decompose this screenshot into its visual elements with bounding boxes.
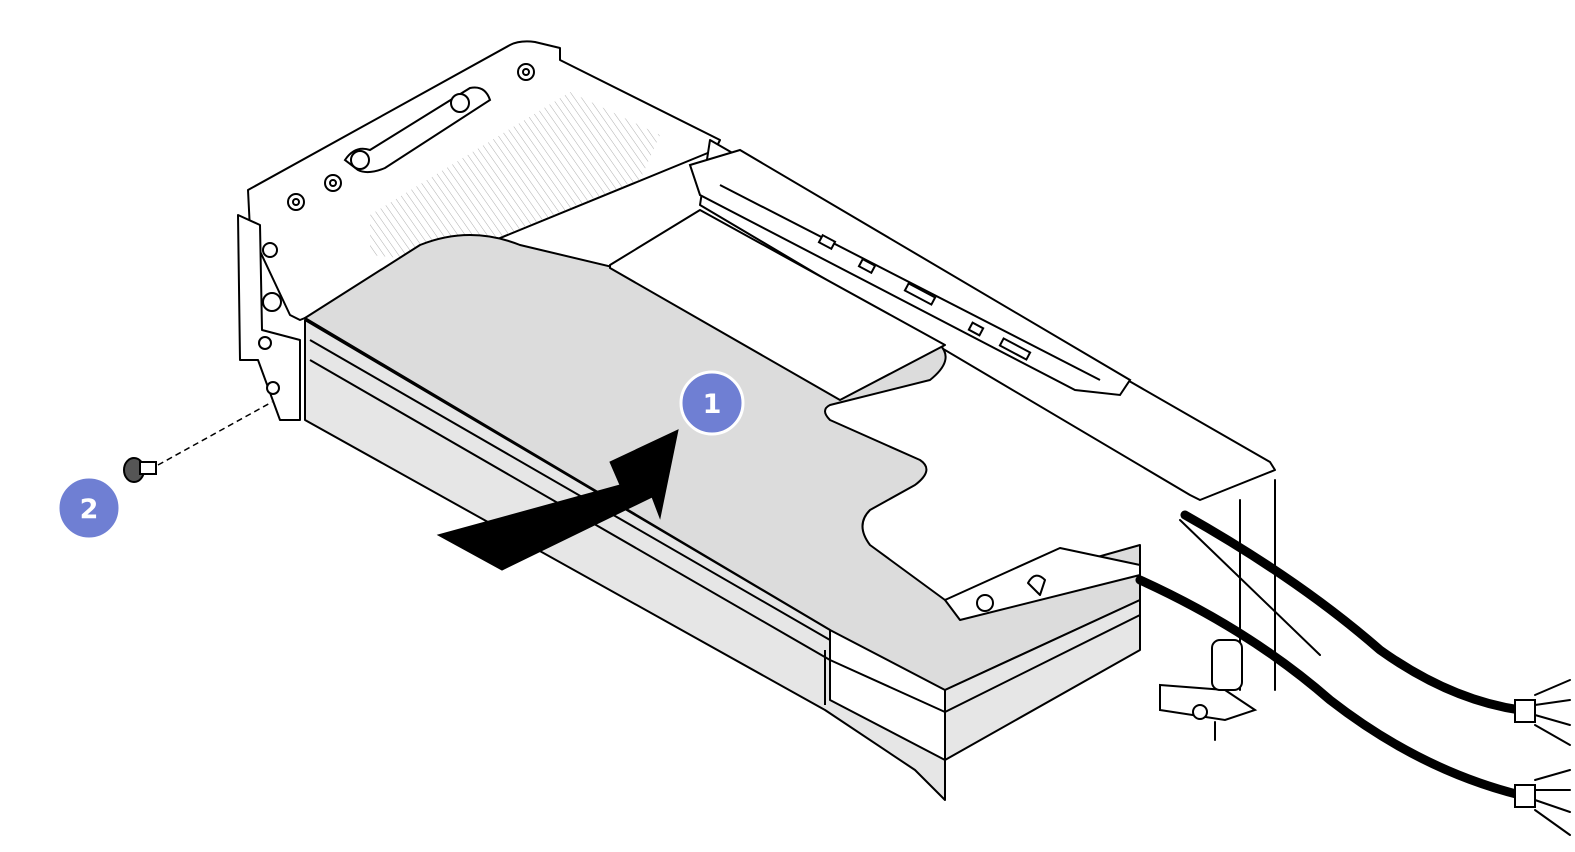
svg-text:1: 1 — [703, 389, 722, 420]
callout-2: 2 — [56, 475, 122, 541]
cage-left-bracket — [237, 214, 301, 421]
insert-direction-arrow — [436, 429, 679, 571]
cage-hatched-area — [370, 92, 660, 262]
card-front — [304, 319, 946, 801]
screw-guide-line — [157, 401, 273, 466]
bracket-holes — [258, 63, 535, 395]
callout-1: 1 — [679, 370, 745, 436]
screw — [123, 401, 273, 483]
cable-upper — [1180, 510, 1525, 715]
riser-slot — [688, 148, 1132, 397]
screw-icon — [123, 457, 157, 483]
svg-text:2: 2 — [80, 494, 99, 525]
adapter-card — [304, 209, 1141, 801]
cage-cover — [609, 209, 946, 401]
cables — [1135, 479, 1571, 836]
cable-lower — [1135, 575, 1525, 800]
